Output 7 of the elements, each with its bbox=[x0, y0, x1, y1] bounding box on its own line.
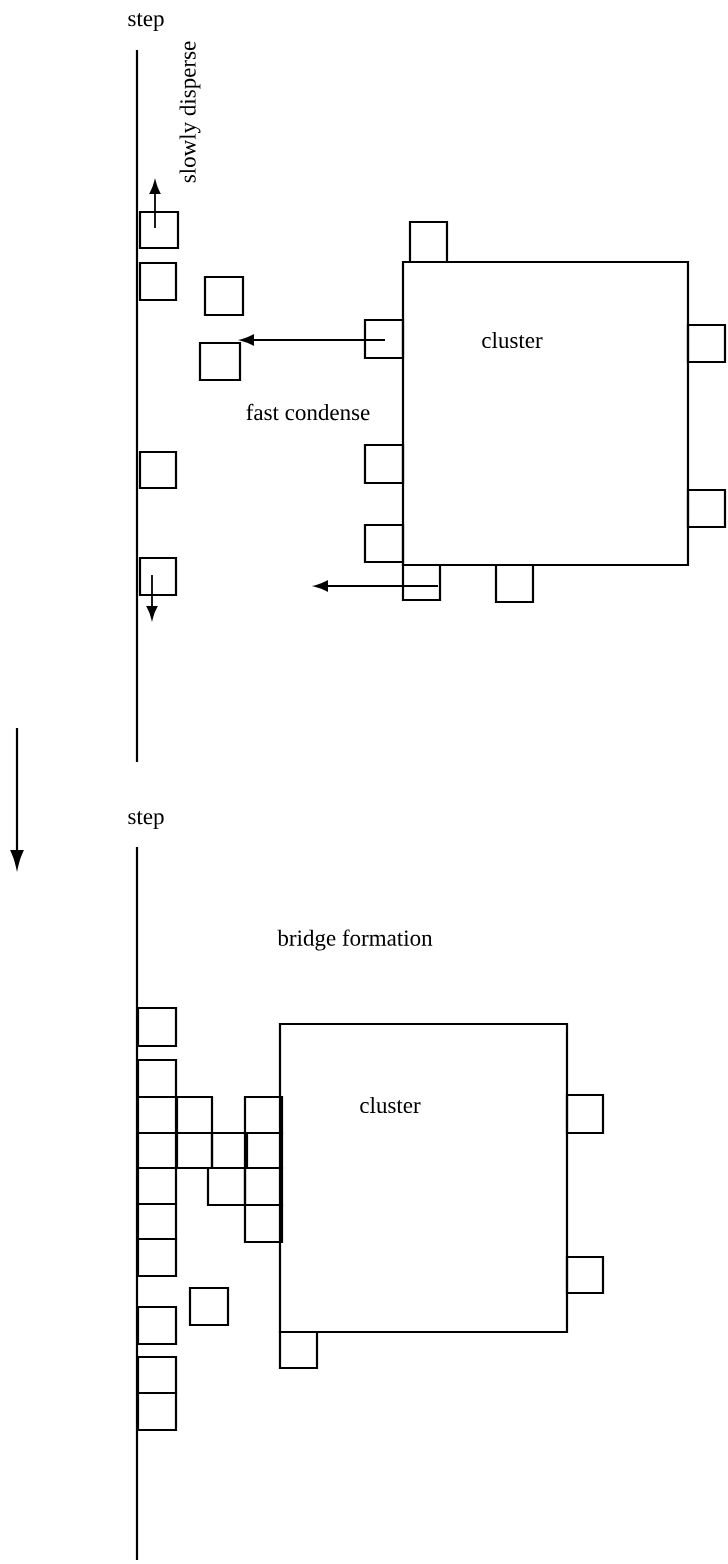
label-text: slowly disperse bbox=[179, 41, 201, 183]
cluster-box: cluster bbox=[278, 1022, 569, 1334]
label-text: step bbox=[128, 811, 164, 829]
label-text: bridge formation bbox=[277, 929, 433, 951]
label-text: step bbox=[128, 13, 164, 31]
label-text: fast condense bbox=[246, 403, 370, 421]
cluster-box: cluster bbox=[401, 260, 690, 567]
